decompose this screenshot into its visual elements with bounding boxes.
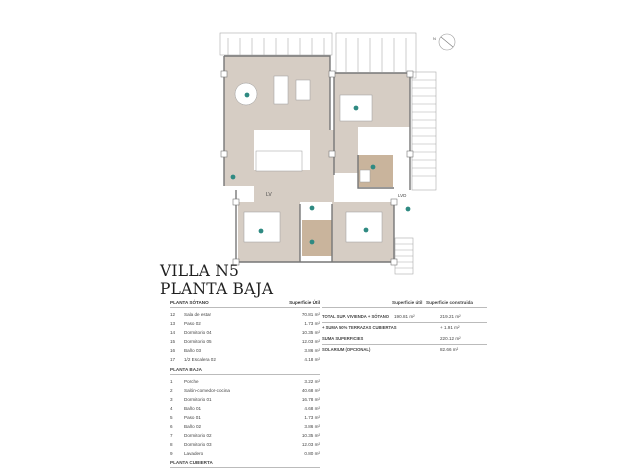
col-header-util: Superficie Útil [289,300,320,305]
page-title: VILLA N5 PLANTA BAJA [160,262,273,298]
lvd-label: LVD [398,193,407,198]
section-header-baja: PLANTA BAJA [170,365,320,375]
north-compass-icon: N [433,33,456,51]
title-floor: PLANTA BAJA [160,280,274,298]
stairs-right [411,71,437,191]
table-row: SOLARIUM (OPCIONAL)82.66 m² [322,347,459,353]
stairs-lower [394,237,414,275]
section-header-sotano: PLANTA SÓTANO Superficie Útil [170,298,320,308]
columns [220,70,414,266]
section-header-cubierta: PLANTA CUBIERTA [170,458,320,469]
surface-table-right: Superficie útil Superficie construida TO… [322,298,487,356]
pergola [219,32,417,79]
lv-label: LV [266,192,272,198]
title-villa: VILLA N5 [160,262,240,280]
right-table-header: Superficie útil Superficie construida [322,298,487,308]
room-markers [230,92,411,245]
col-header-util: Superficie útil [392,300,423,305]
table-row: + SUMA 50% TERRAZAS CUBIERTAS+ 1.91 m² [322,325,460,331]
svg-text:N: N [433,36,436,41]
floor-plan: N LV LVD [219,32,456,275]
col-header-construida: Superficie construida [426,300,473,305]
